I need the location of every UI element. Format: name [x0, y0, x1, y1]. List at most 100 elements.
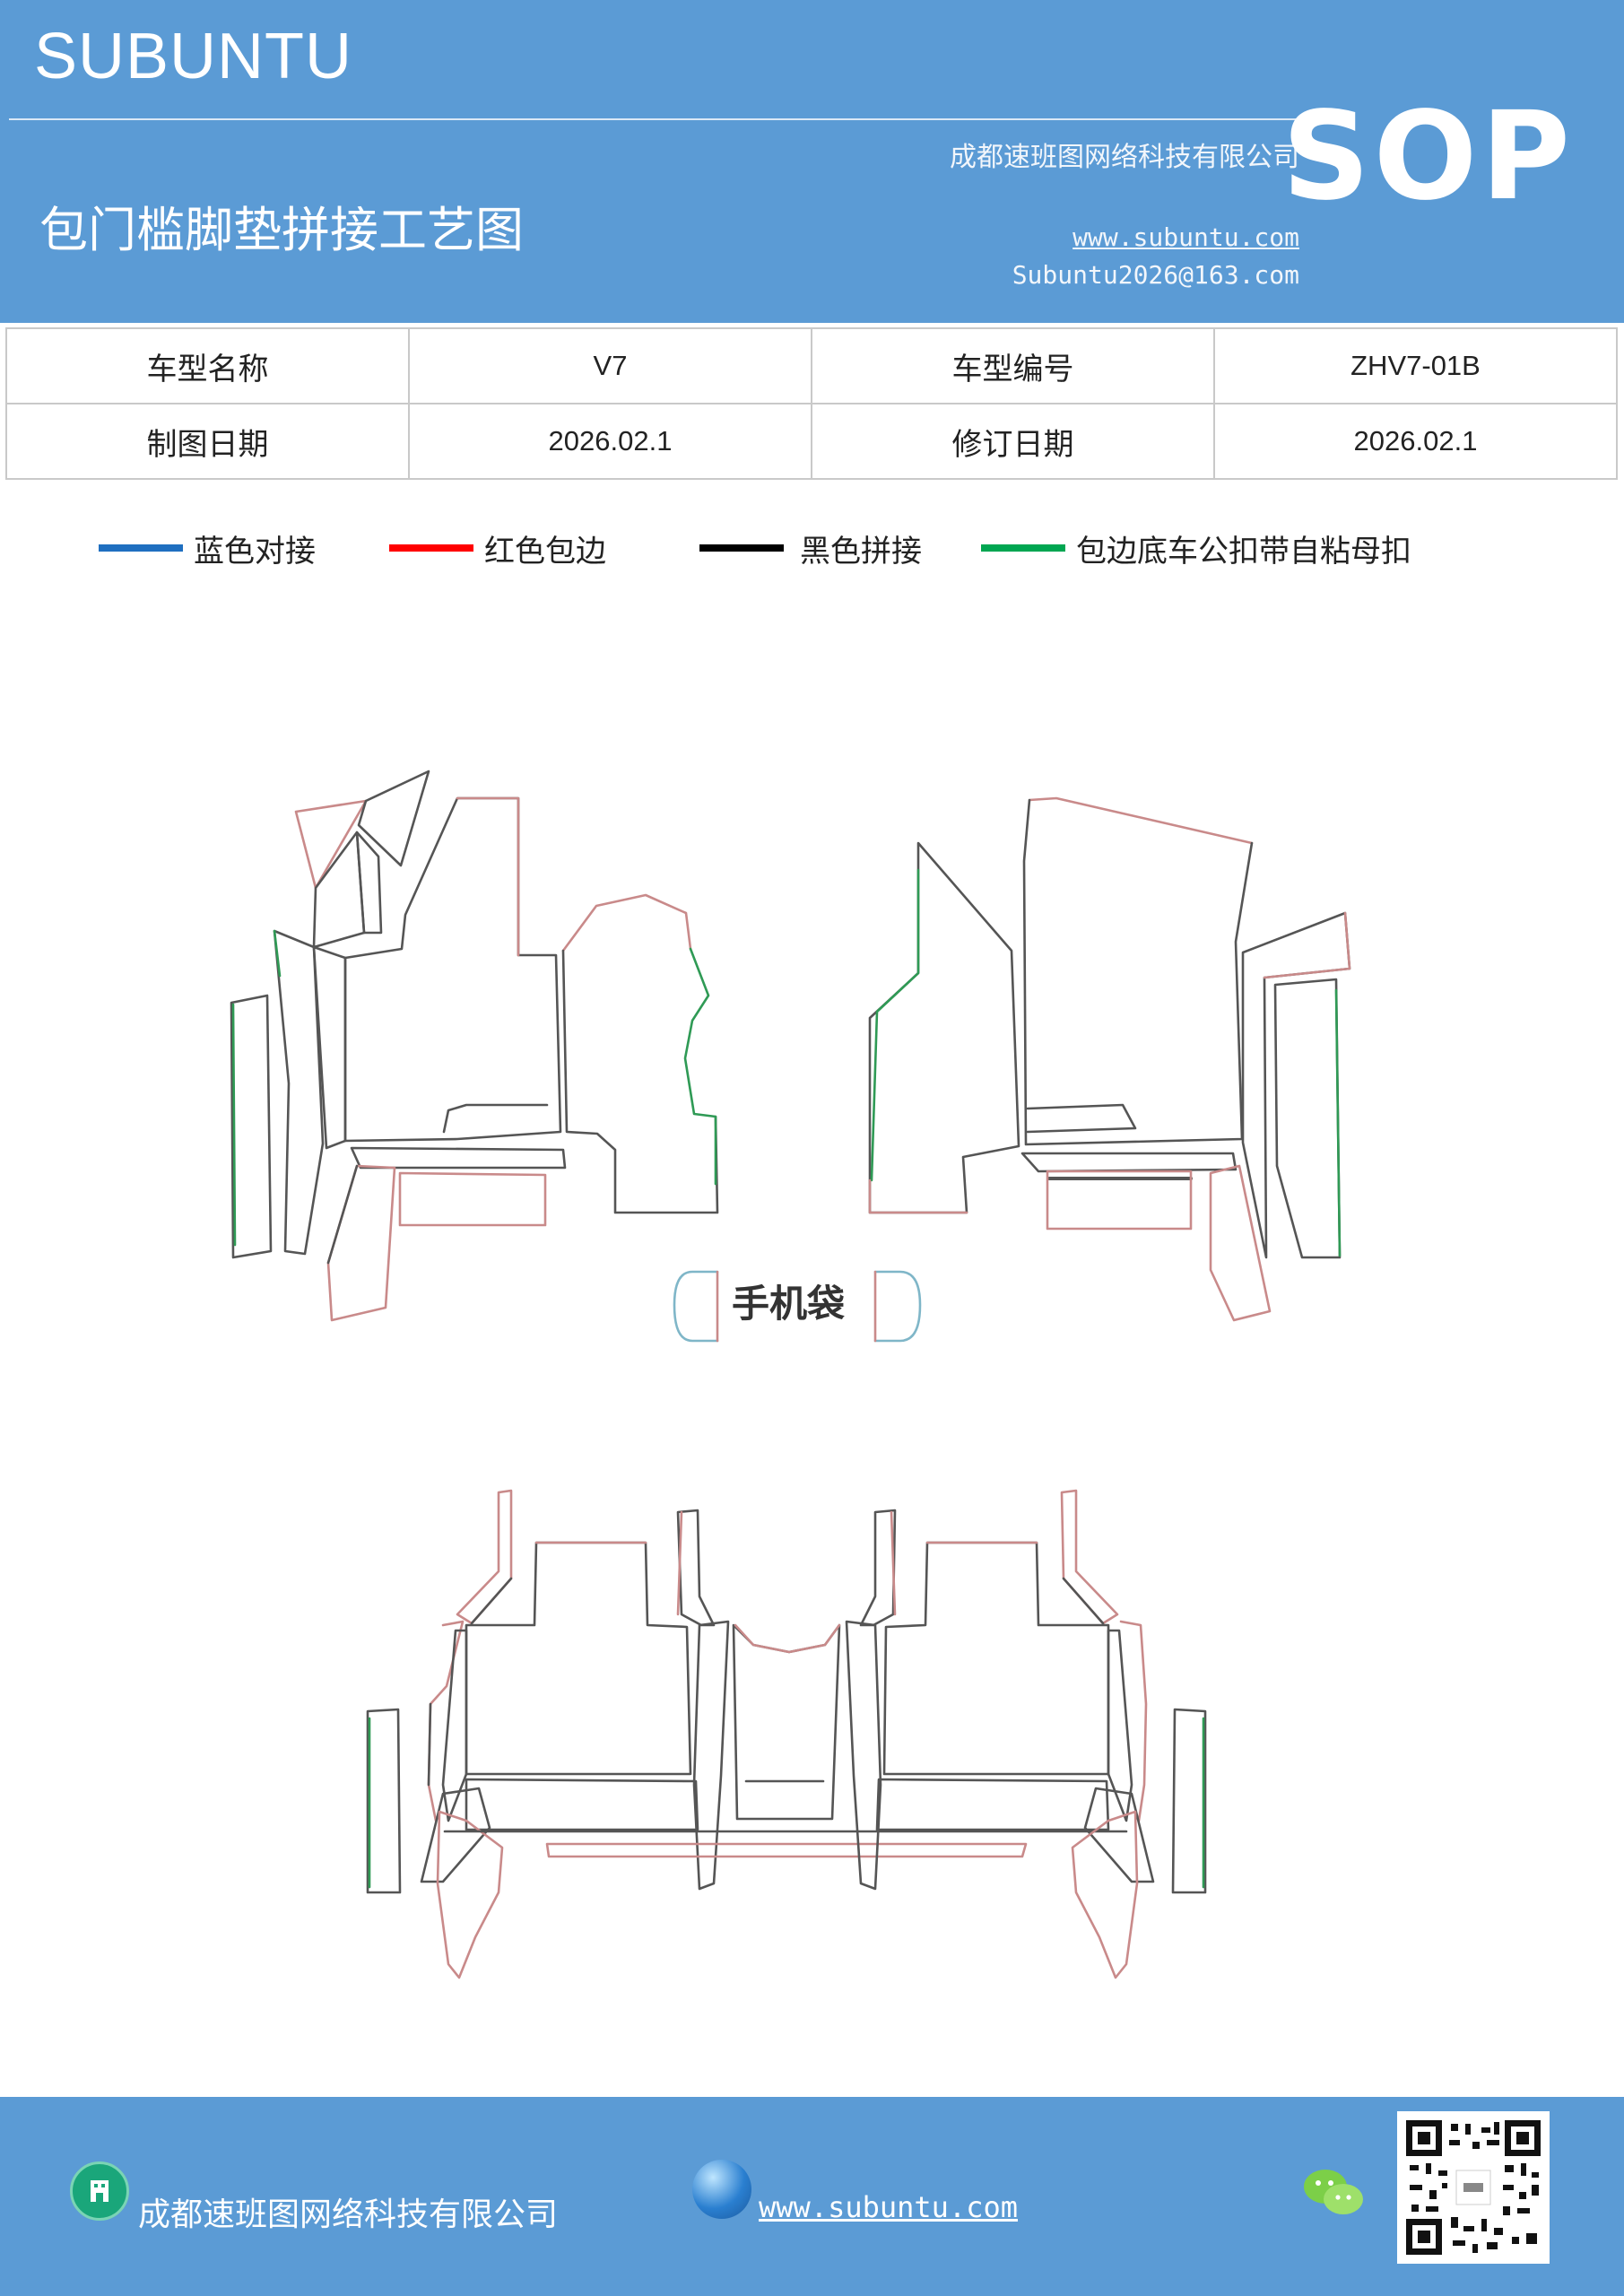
mat-piece: [1060, 1489, 1119, 1625]
building-icon: [70, 2161, 129, 2221]
mat-piece: [870, 868, 920, 1182]
mat-piece: [561, 893, 692, 952]
footer-website-link[interactable]: www.subuntu.com: [759, 2190, 1018, 2224]
mat-piece: [1263, 911, 1351, 979]
legend-label: 红色包边: [484, 533, 606, 570]
footer-company: 成都速班图网络科技有限公司: [138, 2196, 559, 2233]
front-right-mat-group: [868, 796, 1351, 1322]
mat-piece: [1062, 1577, 1105, 1625]
mat-piece: [1171, 1708, 1207, 1894]
page-title: 包门槛脚垫拼接工艺图: [39, 202, 524, 258]
phone-pocket-group: 手机袋: [673, 1270, 922, 1343]
mat-piece: [231, 1003, 237, 1247]
mat-piece: [1071, 1810, 1139, 1979]
mat-piece: [441, 1629, 468, 1822]
drawing-date-value: 2026.02.1: [408, 403, 812, 480]
mat-piece: [683, 947, 717, 1186]
front-left-mat-group: [230, 770, 719, 1322]
mat-piece: [366, 1708, 402, 1894]
model-name-label: 车型名称: [5, 327, 410, 404]
mat-piece: [343, 796, 562, 1143]
mat-splicing-diagram: 手机袋: [0, 682, 1624, 2009]
mat-piece: [545, 1842, 1028, 1858]
model-name-value: V7: [408, 327, 812, 404]
sop-mark: SOP: [1281, 86, 1574, 228]
pocket-left-tab: [673, 1270, 719, 1343]
mat-piece: [732, 1623, 841, 1821]
pocket-right-tab: [873, 1270, 922, 1343]
header-website-link[interactable]: www.subuntu.com: [1073, 222, 1299, 252]
mat-piece: [357, 770, 430, 867]
mat-piece: [676, 1510, 683, 1616]
revision-date-label: 修订日期: [811, 403, 1215, 480]
mat-piece: [1241, 911, 1351, 1259]
mat-piece: [456, 796, 520, 957]
mat-piece: [1026, 1103, 1137, 1134]
mat-piece: [1334, 988, 1342, 1257]
model-info-table: 车型名称 V7 车型编号 ZHV7-01B 制图日期 2026.02.1 修订日…: [5, 327, 1618, 480]
revision-date-value: 2026.02.1: [1213, 403, 1618, 480]
mat-piece: [734, 1623, 841, 1654]
footer-banner: 成都速班图网络科技有限公司 www.subuntu.com: [0, 2097, 1624, 2296]
mat-piece: [294, 799, 368, 890]
mat-piece: [868, 1178, 968, 1214]
legend-item-green: 包边底车公扣带自粘母扣: [981, 526, 1411, 570]
drawing-date-label: 制图日期: [5, 403, 410, 480]
mat-piece: [692, 1620, 730, 1891]
mat-piece: [355, 831, 383, 935]
mat-piece: [676, 1509, 716, 1627]
mat-piece: [230, 994, 273, 1259]
mat-piece: [420, 1787, 491, 1883]
model-code-label: 车型编号: [811, 327, 1215, 404]
mat-piece: [1209, 1164, 1272, 1322]
wechat-icon: [1300, 2165, 1367, 2219]
mat-piece: [465, 1541, 692, 1776]
legend-item-red: 红色包边: [389, 526, 606, 570]
legend-label: 包边底车公扣带自粘母扣: [1076, 533, 1411, 570]
mat-piece: [470, 1577, 513, 1625]
header-banner: SUBUNTU 成都速班图网络科技有限公司 SOP 包门槛脚垫拼接工艺图 www…: [0, 0, 1624, 323]
header-divider: [9, 118, 1300, 120]
mat-piece: [1028, 796, 1254, 845]
mat-piece: [398, 1171, 547, 1227]
mat-piece: [1022, 798, 1254, 1146]
legend-item-blue: 蓝色对接: [99, 526, 316, 570]
mat-piece: [326, 1164, 396, 1322]
mat-piece: [1020, 1152, 1238, 1173]
mat-piece: [465, 1778, 699, 1831]
globe-icon: [692, 2160, 751, 2219]
mat-piece: [1046, 1170, 1193, 1231]
legend-swatch-red: [389, 544, 473, 552]
legend-item-black: 黑色拼接: [699, 526, 922, 570]
legend-label: 蓝色对接: [194, 533, 316, 570]
mat-piece: [1107, 1629, 1133, 1822]
qr-code[interactable]: [1397, 2111, 1550, 2264]
mat-piece: [859, 1509, 897, 1627]
mat-piece: [845, 1620, 882, 1891]
model-code-value: ZHV7-01B: [1213, 327, 1618, 404]
legend-swatch-blue: [99, 544, 183, 552]
table-row: 制图日期 2026.02.1 修订日期 2026.02.1: [5, 403, 1618, 480]
mat-piece: [1083, 1787, 1155, 1883]
legend-swatch-green: [981, 544, 1065, 552]
table-row: 车型名称 V7 车型编号 ZHV7-01B: [5, 327, 1618, 404]
mat-piece: [427, 1702, 432, 1787]
mat-piece: [442, 1103, 549, 1134]
mat-piece: [273, 929, 282, 978]
rear-mat-group: [366, 1489, 1207, 1979]
legend-label: 黑色拼接: [800, 533, 922, 570]
mat-piece: [1119, 1620, 1148, 1822]
mat-piece: [326, 1164, 359, 1265]
phone-pocket-label: 手机袋: [732, 1282, 845, 1326]
mat-piece: [882, 1541, 1110, 1776]
header-email: Subuntu2026@163.com: [1012, 260, 1299, 290]
brand-name: SUBUNTU: [34, 21, 353, 92]
mat-piece: [868, 841, 1020, 1214]
mat-piece: [875, 1778, 1110, 1831]
header-company: 成都速班图网络科技有限公司: [950, 142, 1299, 173]
mat-piece: [350, 1146, 567, 1170]
mat-piece: [890, 1510, 897, 1616]
legend-swatch-black: [699, 544, 784, 552]
mat-piece: [456, 1489, 513, 1625]
mat-piece: [427, 1620, 465, 1822]
